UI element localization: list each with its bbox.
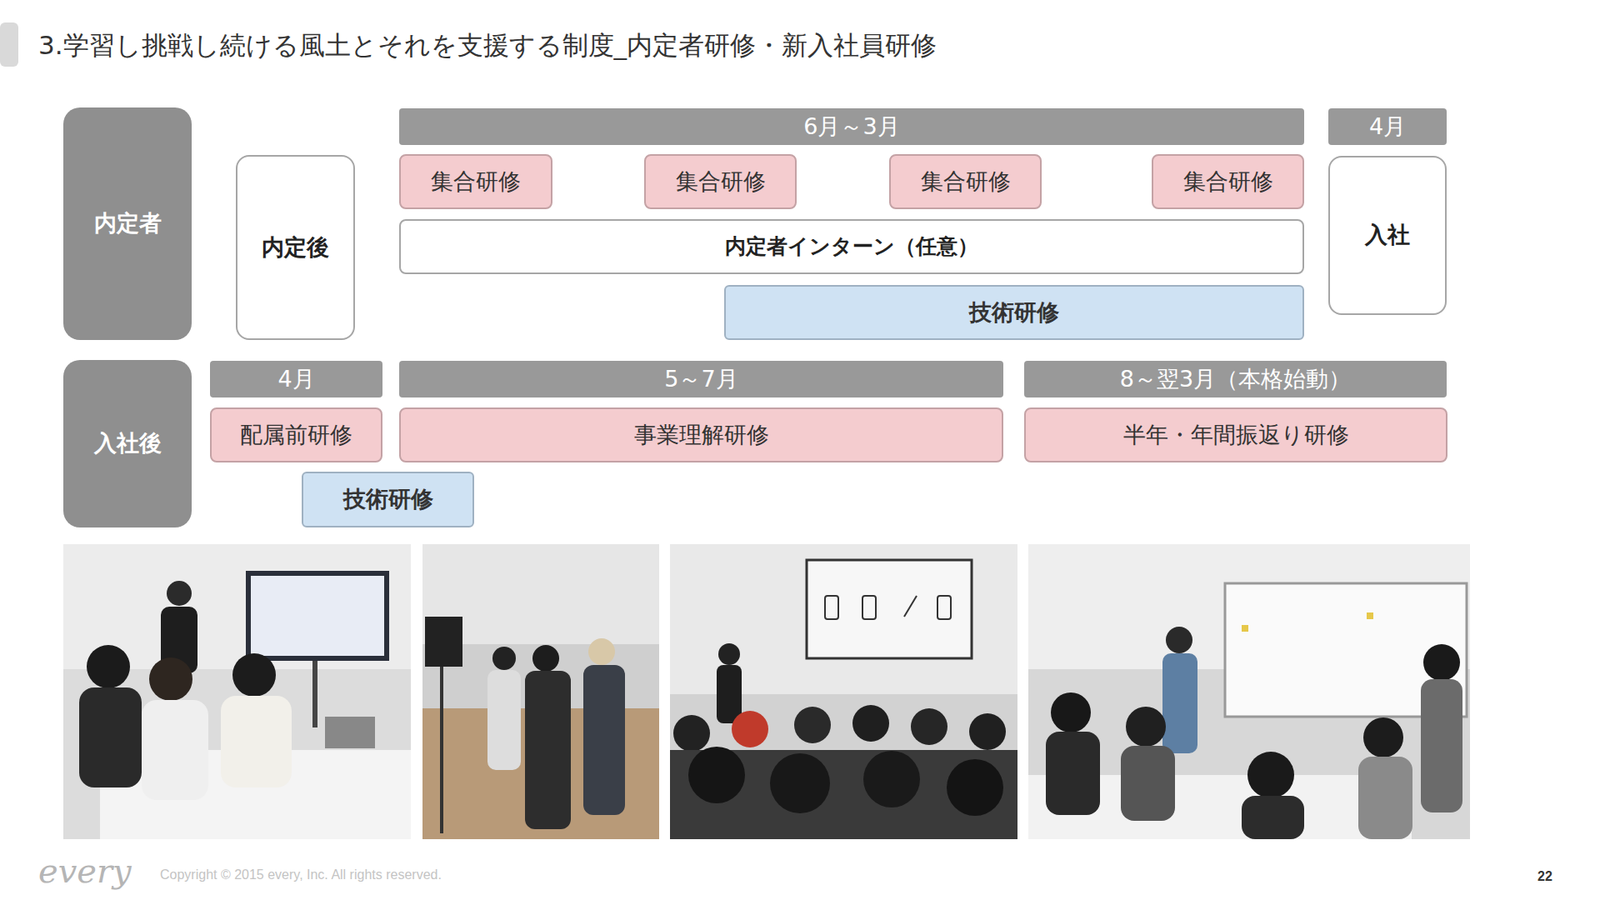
node-text: 入社後 [94, 430, 162, 457]
internship-box: 内定者インターン（任意） [399, 219, 1305, 275]
node-text: 4月 [1369, 113, 1406, 140]
node-text: 技術研修 [969, 299, 1060, 326]
node-text: 内定後 [261, 234, 330, 261]
node-text: 半年・年間振返り研修 [1123, 421, 1350, 449]
period-bar: 6月～3月 [399, 108, 1305, 145]
node-text: 5～7月 [664, 365, 738, 393]
node-text: 技術研修 [343, 485, 434, 513]
slide-title: 3.学習し挑戦し続ける風土とそれを支援する制度_内定者研修・新入社員研修 [38, 28, 937, 64]
node-text: 集合研修 [1183, 168, 1274, 195]
copyright-note: Copyright © 2015 every, Inc. All rights … [160, 867, 442, 883]
section-label: 入社後 [63, 360, 192, 528]
period-bar: 4月 [1328, 108, 1447, 145]
training-box: 配属前研修 [210, 407, 383, 463]
node-text: 6月～3月 [803, 113, 900, 140]
node-text: 内定者 [94, 210, 162, 237]
training-box: 集合研修 [644, 154, 797, 210]
period-bar: 4月 [210, 360, 383, 398]
company-logo: every [38, 851, 132, 890]
period-bar: 8～翌3月（本格始動） [1024, 360, 1447, 398]
training-photo [1028, 544, 1470, 840]
node-text: 4月 [277, 365, 315, 393]
training-box: 集合研修 [1151, 154, 1305, 210]
training-photo [422, 544, 660, 840]
training-box: 集合研修 [399, 154, 553, 210]
tech-training-box: 技術研修 [301, 471, 475, 528]
training-photo [63, 544, 411, 840]
title-tab [0, 22, 19, 67]
training-box: 集合研修 [889, 154, 1042, 210]
node-text: 配属前研修 [240, 421, 353, 449]
page-number: 22 [1537, 869, 1553, 885]
node-text: 集合研修 [430, 168, 521, 195]
node-text: 内定者インターン（任意） [725, 234, 979, 260]
milestone-box: 入社 [1328, 155, 1447, 315]
training-box: 事業理解研修 [399, 407, 1004, 463]
node-text: 8～翌3月（本格始動） [1120, 365, 1351, 393]
node-text: 集合研修 [675, 168, 766, 195]
period-bar: 5～7月 [399, 360, 1004, 398]
milestone-box: 内定後 [235, 155, 355, 340]
training-photo [670, 544, 1018, 840]
node-text: 入社 [1365, 221, 1410, 249]
training-box: 半年・年間振返り研修 [1024, 407, 1448, 463]
tech-training-box: 技術研修 [724, 285, 1305, 340]
section-label: 内定者 [63, 107, 192, 340]
node-text: 事業理解研修 [634, 421, 770, 449]
node-text: 集合研修 [920, 168, 1011, 195]
